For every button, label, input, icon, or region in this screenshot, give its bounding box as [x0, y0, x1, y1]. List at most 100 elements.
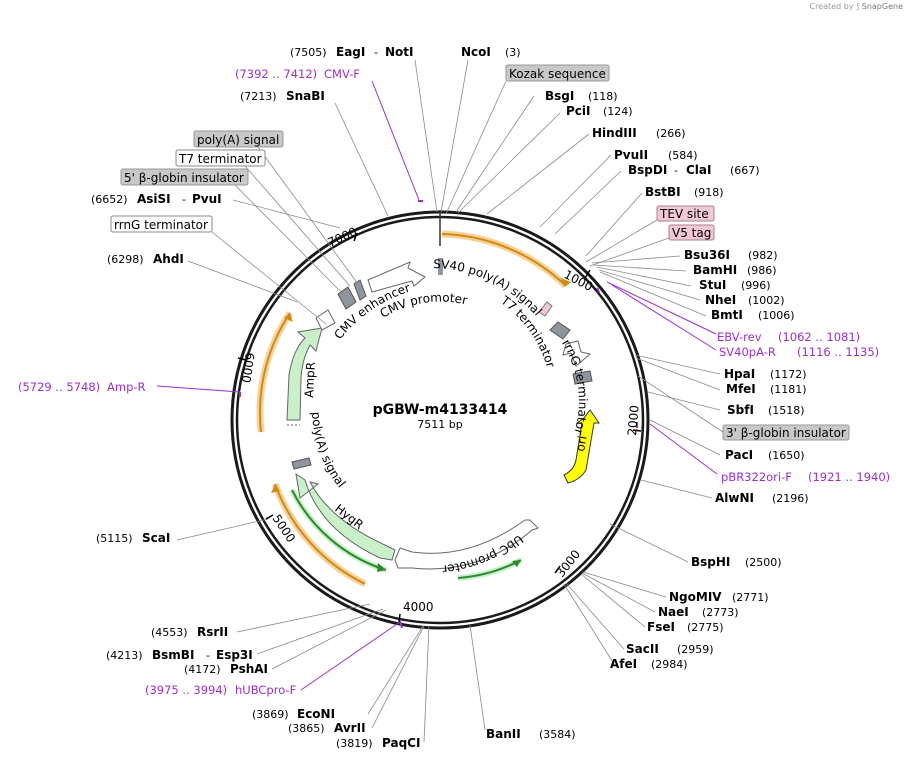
enzyme-ncoI: NcoI: [461, 45, 491, 59]
enzyme-notI: NotI: [385, 45, 414, 59]
sbfI-position: (1518): [768, 404, 805, 417]
beta-globin-5-box-label: [120, 168, 249, 186]
hindIII-position: (266): [656, 127, 686, 140]
boxed-feature-labels: Kozak sequence poly(A) signal T7 termina…: [110, 64, 850, 441]
primer-leader-lines: [156, 80, 718, 691]
cmv-enhancer-arrow: [367, 261, 426, 293]
enzyme-hpaI: HpaI: [724, 367, 755, 381]
enzyme-fseI: FseI: [647, 620, 675, 634]
eagI-notI-position: (7505): [290, 46, 327, 59]
stuI-position: (996): [741, 279, 771, 292]
t7-box: [353, 279, 367, 301]
enzyme-asiSI: AsiSI: [137, 192, 171, 206]
inner-features: [286, 258, 600, 570]
plasmid-name: pGBW-m4133414: [373, 402, 508, 418]
svg-text:-: -: [374, 46, 378, 59]
svg-text:-: -: [206, 649, 210, 662]
enzyme-bamHI: BamHI: [693, 263, 737, 277]
ncoI-position: (3): [505, 46, 521, 59]
enzyme-stuI: StuI: [699, 278, 726, 292]
label-tev-site: TEV site: [659, 207, 709, 221]
enzyme-hindIII: HindIII: [592, 126, 637, 140]
label-sv40-polya: SV40 poly(A) signal: [433, 257, 545, 318]
enzyme-naeI: NaeI: [658, 605, 689, 619]
ubc-promoter-arrow: [394, 519, 539, 570]
position-ticks: [237, 210, 642, 623]
enzyme-pvuII: PvuII: [614, 148, 648, 162]
label-rrng-terminator-inner: rrnG terminator: [559, 337, 590, 436]
enzyme-bsu36I: Bsu36I: [684, 248, 730, 262]
avrII-position: (3865): [288, 722, 325, 735]
enzyme-rsrII: RsrII: [197, 625, 228, 639]
afeI-position: (2984): [651, 658, 688, 671]
hygr-arrow: [295, 472, 396, 561]
svg-text:-: -: [674, 164, 678, 177]
enzyme-pvuI: PvuI: [192, 192, 222, 206]
scaI-position: (5115): [96, 532, 133, 545]
enzyme-eagI: EagI: [336, 45, 365, 59]
enzyme-bsgI: BsgI: [545, 89, 574, 103]
enzyme-ecoNI: EcoNI: [297, 707, 335, 721]
ahdI-position: (6298): [107, 253, 144, 266]
svg-text:-: -: [182, 193, 186, 206]
bamHI-position: (986): [747, 264, 777, 277]
credit-prefix: Created by: [809, 2, 854, 11]
t7-terminator-box: [175, 149, 266, 167]
label-v5-tag: V5 tag: [672, 226, 711, 240]
insulator-marker: [438, 258, 443, 275]
enzyme-esp3I: Esp3I: [216, 648, 253, 662]
beta-globin-5-box: [337, 286, 357, 310]
label-ampr: AmpR: [302, 362, 318, 399]
pbr322ori-f-range: (1921 .. 1940): [808, 470, 890, 484]
bsu36I-position: (982): [748, 249, 778, 262]
primer-amp-r: Amp-R: [107, 380, 146, 394]
alwNI-position: (2196): [772, 492, 809, 505]
plasmid-length: 7511 bp: [417, 418, 462, 431]
bmtI-position: (1006): [758, 309, 795, 322]
snaBI-position: (7213): [240, 90, 277, 103]
primer-sv40pa-r: SV40pA-R: [719, 345, 776, 359]
enzyme-bsmBI: BsmBI: [152, 648, 194, 662]
green-orfs: [289, 488, 523, 581]
polya-signal-box-label: [193, 130, 284, 148]
label-polya-signal-inner: poly(A) signal: [309, 411, 348, 490]
tev-site-marker: [538, 301, 553, 317]
primer-hubcpro-f: hUBCpro-F: [235, 683, 296, 697]
asiSI-pvuI-position: (6652): [91, 193, 128, 206]
label-beta-globin-3: 3' β-globin insulator: [726, 426, 846, 440]
hpaI-position: (1172): [770, 368, 807, 381]
mfeI-position: (1181): [770, 383, 807, 396]
primer-pbr322ori-f: pBR322ori-F: [721, 470, 792, 484]
primer-marks: [239, 200, 638, 629]
label-beta-globin-5: 5' β-globin insulator: [124, 171, 244, 185]
fseI-position: (2775): [687, 621, 724, 634]
orf-arcs: [256, 230, 571, 588]
enzyme-ngoMIV: NgoMIV: [669, 590, 722, 604]
nheI-position: (1002): [748, 294, 785, 307]
label-rrng-terminator: rrnG terminator: [114, 218, 208, 232]
sacII-position: (2959): [677, 643, 714, 656]
enzyme-ahdI: AhdI: [153, 252, 184, 266]
label-kozak: Kozak sequence: [509, 67, 606, 81]
label-t7-terminator: T7 terminator: [178, 152, 262, 166]
v5-tag-box: [668, 224, 715, 241]
enzyme-sacII: SacII: [626, 642, 659, 656]
tick-label-6000: 6000: [239, 352, 257, 384]
enzyme-alwNI: AlwNI: [715, 491, 754, 505]
naeI-position: (2773): [702, 606, 739, 619]
pvuII-position: (584): [668, 149, 698, 162]
rsrII-position: (4553): [151, 626, 188, 639]
tick-label-2000: 2000: [625, 405, 642, 437]
label-polya-signal: poly(A) signal: [197, 133, 279, 147]
primer-cmv-f: CMV-F: [324, 67, 360, 81]
paqCI-position: (3819): [336, 737, 373, 750]
cmv-f-range: (7392 .. 7412): [235, 67, 317, 81]
cmv-promoter-arrow: [315, 309, 336, 331]
bstBI-position: (918): [694, 186, 724, 199]
enzyme-bspHI: BspHI: [691, 555, 730, 569]
sv40pa-r-range: (1116 .. 1135): [797, 345, 879, 359]
credit-brand: SnapGene: [861, 2, 903, 11]
ebv-rev-range: (1062 .. 1081): [778, 330, 860, 344]
snapgene-logo-icon: ⟆: [856, 2, 860, 11]
kozak-box: [505, 64, 610, 82]
